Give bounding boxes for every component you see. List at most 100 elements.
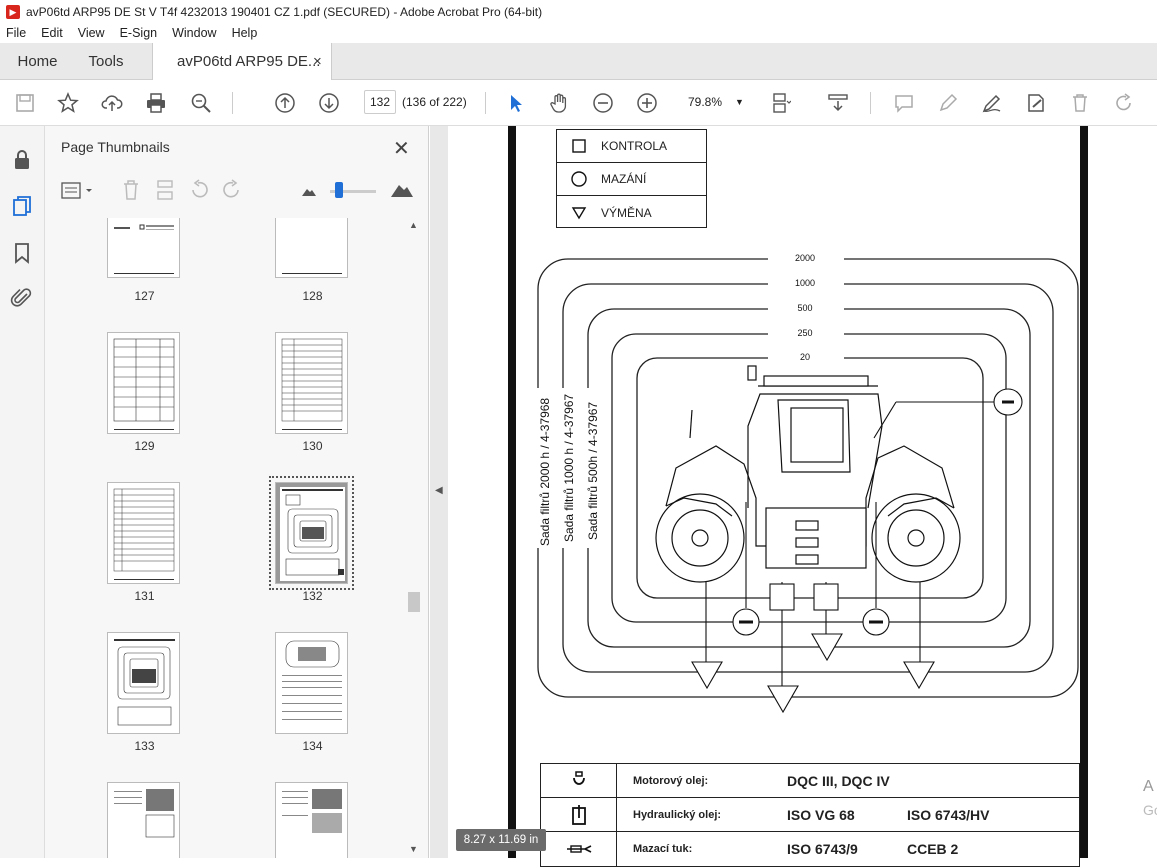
tab-bar: Home Tools avP06td ARP95 DE... ×	[0, 43, 1157, 81]
menu-view[interactable]: View	[77, 26, 105, 40]
thumbnail-label: 129	[134, 439, 155, 453]
large-thumbnails-icon[interactable]	[390, 179, 414, 199]
upload-cloud-icon[interactable]	[100, 91, 124, 115]
page-size-indicator: 8.27 x 11.69 in	[456, 829, 546, 851]
menu-edit[interactable]: Edit	[41, 26, 63, 40]
right-edge-text: A	[1143, 778, 1154, 795]
menu-file[interactable]: File	[6, 26, 27, 40]
page-thumbnails-panel: Page Thumbnails ✕ 127 128 129 130	[45, 126, 429, 858]
thumbnail-page[interactable]: 131	[107, 482, 180, 603]
next-page-icon[interactable]	[317, 91, 341, 115]
hand-tool-icon[interactable]	[547, 91, 571, 115]
scrollbar-thumb[interactable]	[408, 592, 420, 612]
zoom-out-icon[interactable]	[591, 91, 615, 115]
thumbnail-label: 128	[302, 289, 323, 303]
small-thumbnails-icon[interactable]	[301, 184, 317, 198]
redo-icon[interactable]	[1112, 91, 1136, 115]
zoom-select[interactable]: 79.8% ▼	[680, 90, 750, 114]
lubricant-spec: ISO 6743/9	[787, 841, 858, 857]
lubricant-name: Mazací tuk:	[633, 843, 693, 855]
save-icon[interactable]	[13, 91, 37, 115]
sign-pen-icon[interactable]	[980, 91, 1004, 115]
thumbnail-scrollbar[interactable]: ▲ ▼	[407, 218, 421, 856]
thumbnail-page[interactable]	[107, 782, 180, 858]
thumbnail-page[interactable]	[275, 782, 348, 858]
roller-machine-drawing	[655, 365, 961, 583]
collapse-panel-icon[interactable]: ◀	[435, 485, 443, 496]
maintenance-interval-diagram: 2000 1000 500 250 20 Sada filtrů 2000 h …	[532, 250, 1079, 714]
menu-window[interactable]: Window	[172, 26, 217, 40]
main-toolbar	[0, 80, 1157, 126]
print-icon[interactable]	[144, 91, 168, 115]
thumbnail-page[interactable]: 128	[275, 218, 348, 303]
thumbnail-label: 130	[302, 439, 323, 453]
legend-label: VÝMĚNA	[601, 205, 652, 220]
filter-kit-label: Sada filtrů 2000 h / 4-37968	[538, 398, 552, 546]
options-menu-icon[interactable]	[61, 180, 97, 202]
delete-pages-icon[interactable]	[120, 178, 142, 202]
menu-esign[interactable]: E-Sign	[119, 26, 158, 40]
highlight-pen-icon[interactable]	[936, 91, 960, 115]
thumbnail-label: 131	[134, 589, 155, 603]
toolbar-separator	[232, 92, 233, 114]
thumbnail-size-slider[interactable]	[330, 190, 376, 193]
close-icon[interactable]: ✕	[393, 138, 410, 160]
legend-row: MAZÁNÍ	[557, 163, 706, 196]
delete-icon[interactable]	[1068, 91, 1092, 115]
menu-help[interactable]: Help	[231, 26, 258, 40]
filter-kit-label: Sada filtrů 1000 h / 4-37967	[562, 394, 576, 542]
scroll-mode-icon[interactable]	[826, 91, 850, 115]
edit-pdf-icon[interactable]	[1024, 91, 1048, 115]
circle-symbol-icon	[557, 170, 601, 188]
zoom-search-icon[interactable]	[189, 91, 213, 115]
thumbnail-label: 127	[134, 289, 155, 303]
previous-page-icon[interactable]	[273, 91, 297, 115]
menu-bar: File Edit View E-Sign Window Help	[0, 23, 1157, 43]
rotate-left-icon[interactable]	[187, 178, 211, 202]
thumbnail-page-selected[interactable]: 132	[269, 476, 354, 603]
thumbnail-page[interactable]: 130	[275, 332, 348, 453]
grease-icon	[541, 832, 617, 866]
filter-kit-label: Sada filtrů 500h / 4-37967	[586, 402, 600, 540]
star-icon[interactable]	[56, 91, 80, 115]
engine-oil-icon	[541, 763, 617, 798]
interval-label: 500	[797, 303, 812, 313]
chevron-down-icon: ▼	[735, 97, 744, 107]
legend-row: VÝMĚNA	[557, 196, 706, 229]
lubricant-spec: DQC III, DQC IV	[787, 772, 890, 789]
maintenance-legend: KONTROLA MAZÁNÍ VÝMĚNA	[556, 129, 707, 228]
page-thumbnails-icon[interactable]	[10, 194, 34, 218]
select-cursor-icon[interactable]	[504, 91, 528, 115]
scroll-up-icon[interactable]: ▲	[409, 220, 418, 230]
thumbnail-page[interactable]: 133	[107, 632, 180, 753]
zoom-value: 79.8%	[688, 95, 723, 109]
tab-home[interactable]: Home	[17, 53, 58, 70]
tab-tools[interactable]: Tools	[88, 53, 124, 70]
acrobat-icon: ▶	[6, 4, 20, 19]
scroll-down-icon[interactable]: ▼	[409, 844, 418, 854]
lubricant-spec-standard: ISO 6743/HV	[907, 806, 990, 823]
lock-icon[interactable]	[10, 148, 34, 172]
tab-close-icon[interactable]: ×	[313, 53, 322, 70]
table-row: Mazací tuk: ISO 6743/9 CCEB 2	[541, 832, 1079, 866]
document-viewer[interactable]: KONTROLA MAZÁNÍ VÝMĚNA	[448, 126, 1157, 867]
panel-title: Page Thumbnails	[61, 139, 170, 155]
extract-pages-icon[interactable]	[154, 178, 176, 202]
comment-icon[interactable]	[892, 91, 916, 115]
thumbnail-page[interactable]: 134	[275, 632, 348, 753]
panel-splitter[interactable]: ◀	[430, 126, 448, 858]
interval-label: 2000	[795, 253, 815, 263]
rotate-right-icon[interactable]	[220, 178, 244, 202]
tab-document[interactable]: avP06td ARP95 DE... ×	[152, 43, 332, 81]
page-number-input[interactable]: 132	[364, 90, 396, 114]
bookmark-icon[interactable]	[10, 241, 34, 265]
page-count-label: (136 of 222)	[402, 95, 467, 109]
page-display-icon[interactable]	[768, 91, 792, 115]
slider-thumb[interactable]	[335, 182, 343, 198]
attachment-icon[interactable]	[10, 286, 34, 310]
thumbnail-page[interactable]: 129	[107, 332, 180, 453]
legend-row: KONTROLA	[557, 130, 706, 163]
zoom-in-icon[interactable]	[635, 91, 659, 115]
thumbnail-label: 132	[302, 589, 323, 603]
thumbnail-page[interactable]: 127	[107, 218, 180, 303]
